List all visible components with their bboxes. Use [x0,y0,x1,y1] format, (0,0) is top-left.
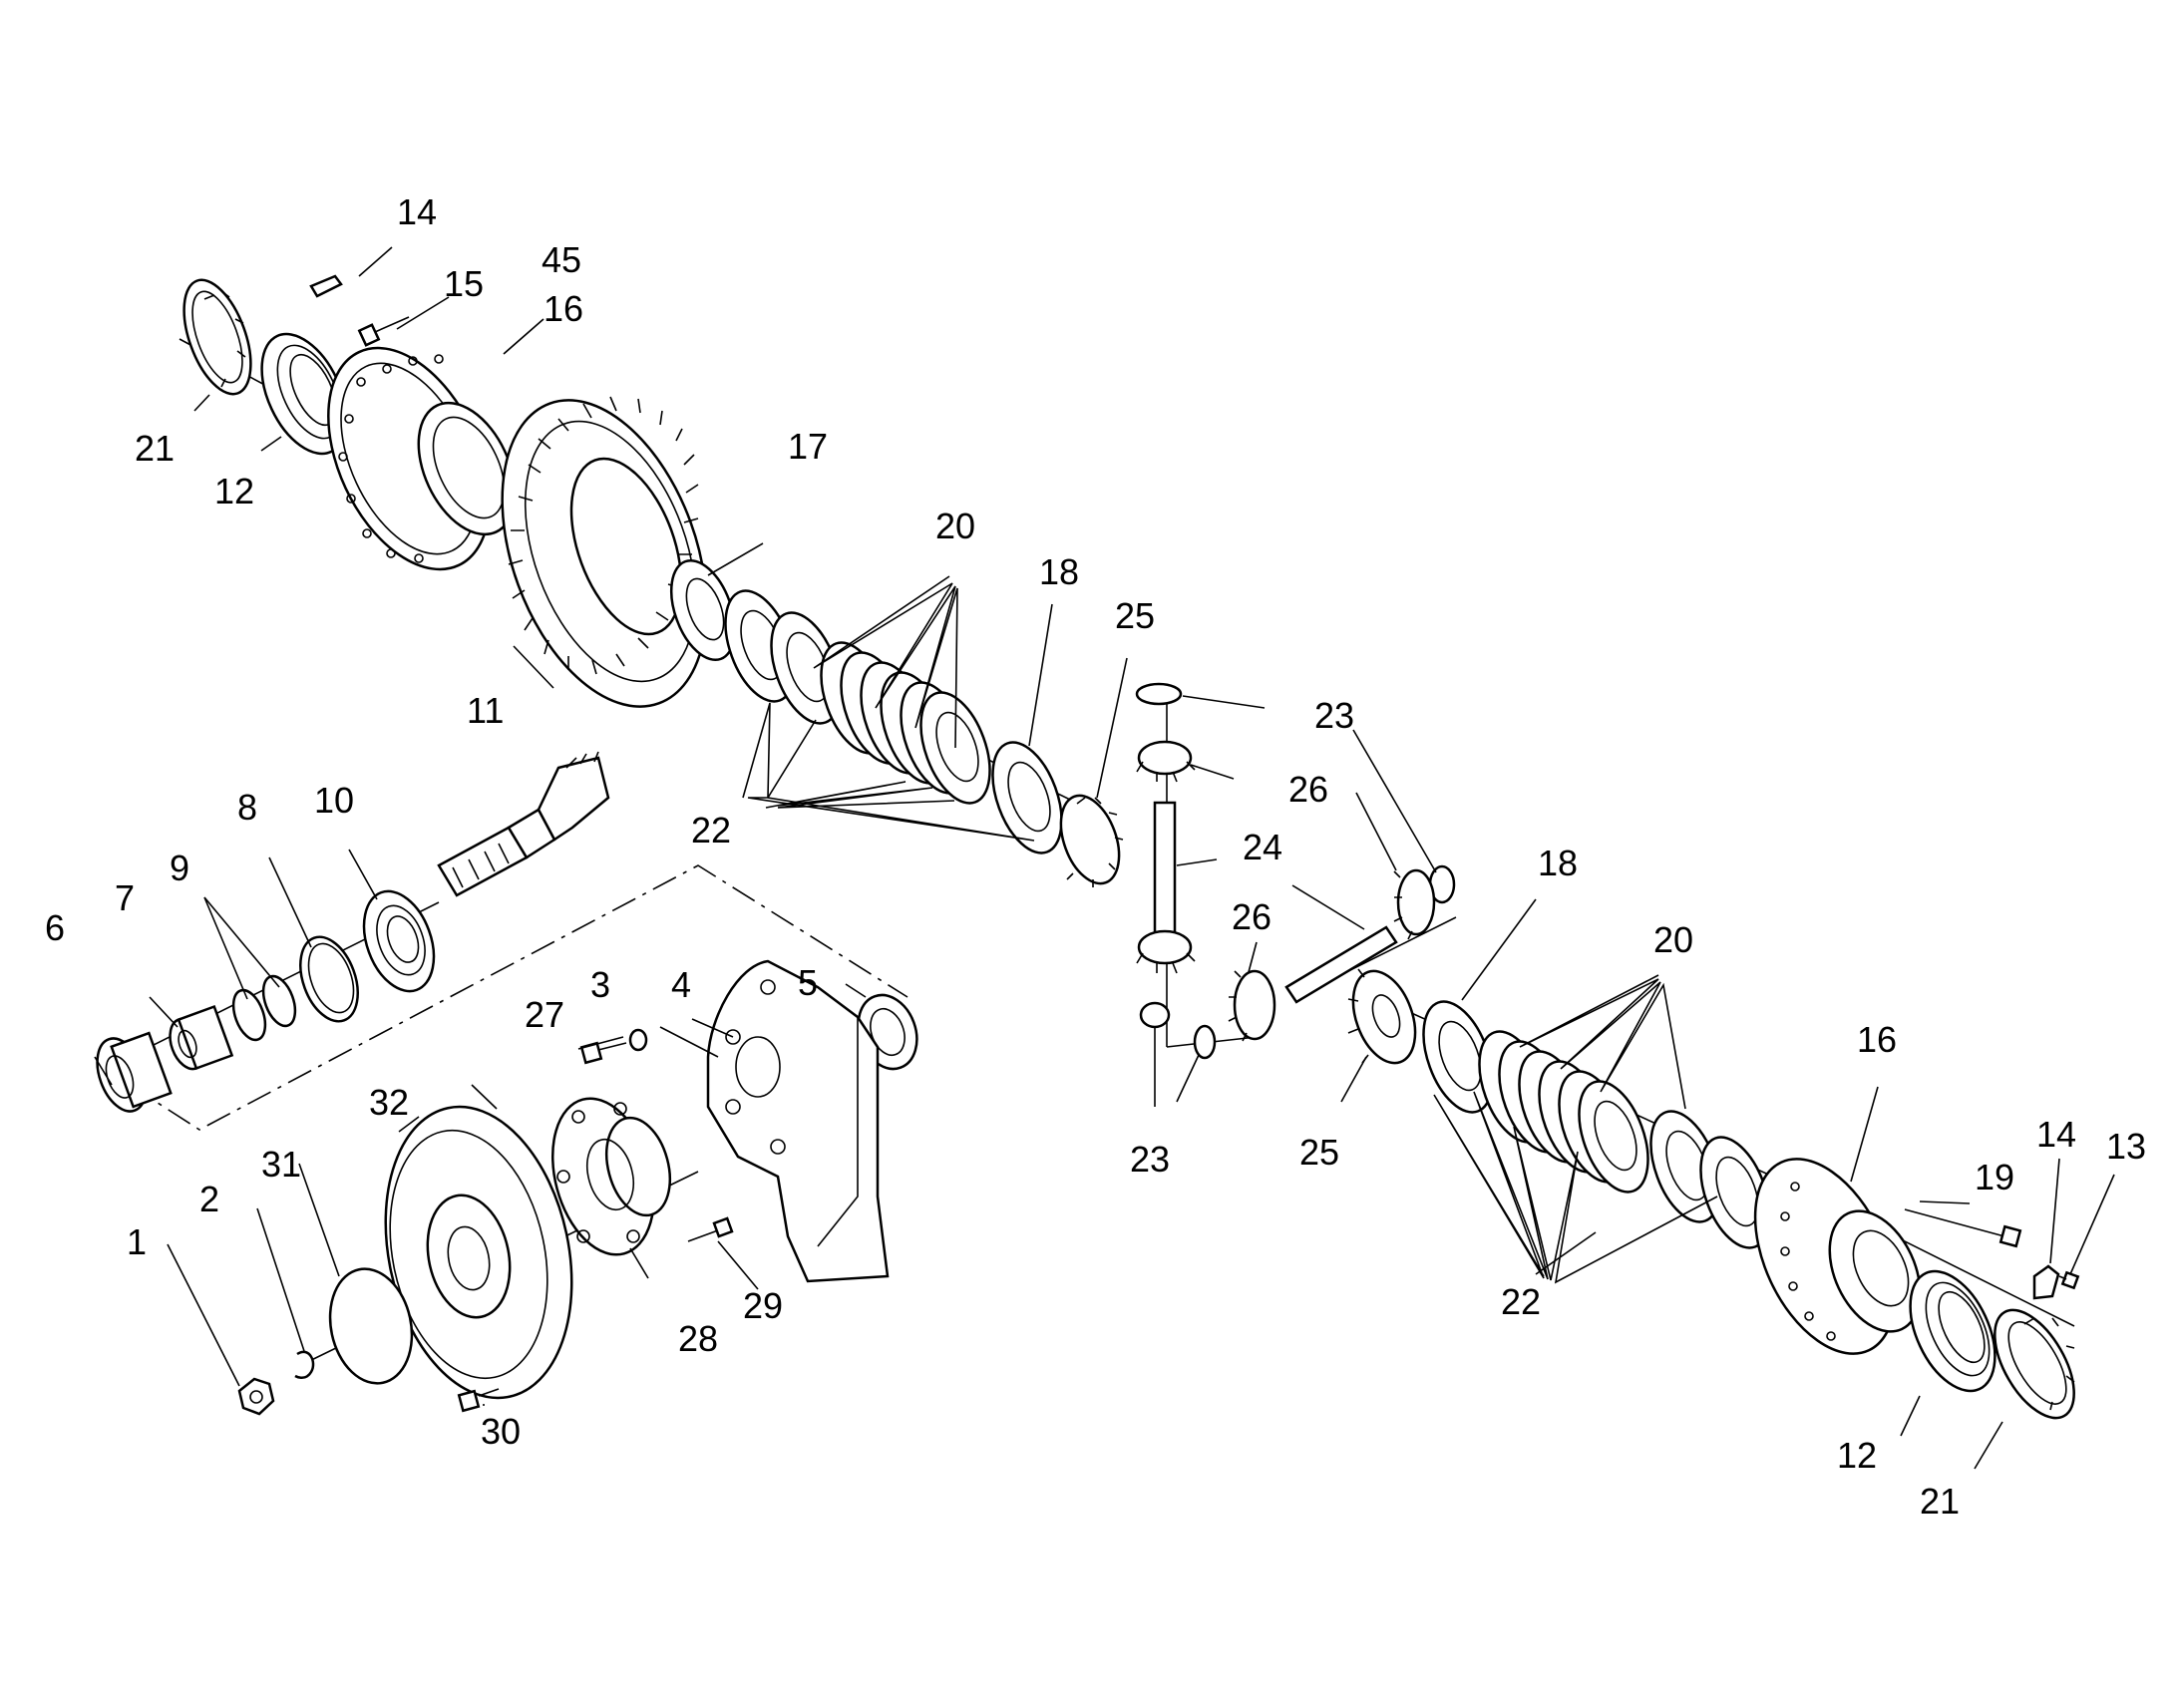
callout-17: 17 [788,426,828,467]
callout-3: 3 [590,964,610,1005]
part-26-pinion-gear-left [1228,969,1276,1042]
callout-18-upper: 18 [1039,551,1079,592]
callout-14-lower: 14 [2036,1114,2076,1155]
callout-30: 30 [481,1411,521,1452]
part-1-nut [237,1377,275,1416]
part-16-diff-case-left [327,346,517,571]
part-21-adjuster-ring-left [182,278,252,396]
part-28-flange [550,1097,671,1256]
part-27-bolt [579,1041,627,1065]
callout-25-lower: 25 [1299,1132,1339,1173]
part-23-thrust-washer-bottom [1139,1001,1171,1029]
callout-28: 28 [678,1318,718,1359]
part-9-shims [231,974,297,1042]
callout-11: 11 [467,690,504,731]
part-11-drive-pinion [437,751,610,897]
part-26-pinion-gear-lower [1136,929,1196,974]
callout-20-lower: 20 [1653,919,1693,960]
callout-23-lower: 23 [1130,1139,1170,1180]
part-26-pinion-gear-top [1136,740,1196,783]
callout-20-upper: 20 [935,506,975,546]
part-4-housing-bracket [706,959,890,1283]
callout-2: 2 [199,1179,219,1219]
part-8-spacer-ring [299,935,359,1023]
callout-27: 27 [525,994,564,1035]
callout-45: 45 [542,239,581,280]
part-23-thrust-washer-left [1193,1024,1217,1060]
callout-13: 13 [2106,1126,2146,1167]
part-6-bearing-outer [96,1031,173,1113]
part-31-o-ring [328,1267,414,1385]
callout-29: 29 [743,1285,783,1326]
part-14-lock-tab-left [309,274,343,298]
part-11-ring-gear [501,396,708,708]
callout-26-upper: 26 [1288,769,1328,810]
callout-19: 19 [1975,1157,2014,1197]
part-21-adjuster-ring-right [1994,1308,2075,1420]
part-20-clutch-plates-lower-stack [1478,1030,1649,1194]
callout-14-upper: 14 [397,191,437,232]
part-32-brake-disc [384,1105,573,1400]
part-16-diff-case-right [1753,1158,1922,1355]
callout-6: 6 [45,907,65,948]
callout-21-upper: 21 [135,428,175,469]
callout-26-lower: 26 [1232,896,1272,937]
part-25-side-gear-lower [1347,968,1417,1065]
callout-21-lower: 21 [1920,1481,1960,1522]
part-24-cross-shaft-angled [1284,925,1398,1004]
part-3-washer [628,1028,648,1052]
callout-5: 5 [798,962,818,1003]
part-29-bolt [687,1216,734,1242]
callout-32: 32 [369,1082,409,1123]
callout-22-lower: 22 [1501,1281,1541,1322]
callout-4: 4 [671,964,691,1005]
callout-10: 10 [314,780,354,821]
callout-16-lower: 16 [1857,1019,1897,1060]
part-25-side-gear-upper [1059,794,1124,887]
leader-lines [94,246,2115,1470]
part-23-thrust-washer-top [1135,682,1183,706]
callout-1: 1 [127,1221,147,1262]
part-10-bearing-inner [362,889,436,993]
part-14-lock-tab-right [2032,1264,2060,1300]
callout-16-upper: 16 [544,288,583,329]
part-30-bolt [457,1388,500,1413]
callout-12-lower: 12 [1837,1435,1877,1476]
callout-8: 8 [237,787,257,828]
part-12-bearing-right [1909,1269,1997,1393]
part-15-bolt-left [357,316,410,347]
callout-9: 9 [170,848,189,888]
part-2-snap-ring [294,1350,315,1379]
part-7-spacer [169,1004,234,1071]
callout-15: 15 [444,263,484,304]
callout-24: 24 [1243,827,1282,867]
pinion-group-bracket [129,864,908,1131]
part-13-bolt-right [2058,1270,2080,1290]
callout-31: 31 [261,1144,301,1185]
callout-7: 7 [115,877,135,918]
callout-25-upper: 25 [1115,595,1155,636]
part-26-pinion-gear-right [1393,868,1436,940]
callout-12-upper: 12 [214,471,254,512]
callout-18-lower: 18 [1538,843,1578,883]
callout-23-upper: 23 [1314,695,1354,736]
callout-labels: 14 45 15 16 21 12 17 20 18 25 23 26 18 2… [45,191,2146,1522]
part-18-thrust-washer-upper [991,741,1063,854]
part-24-cross-shaft-vertical [1153,801,1177,934]
callout-22-upper: 22 [691,810,731,851]
part-19-bolt-right [1904,1208,2022,1248]
